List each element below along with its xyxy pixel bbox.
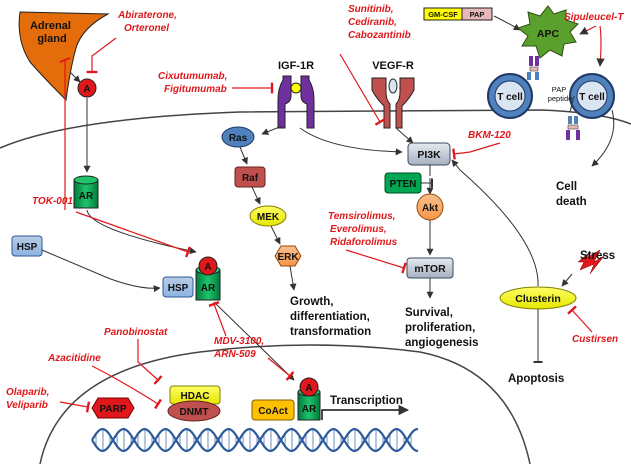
pi3k-node bbox=[407, 142, 451, 166]
dna-helix bbox=[91, 427, 419, 453]
cell-death-outcome: Cell death bbox=[556, 181, 587, 208]
erk-node bbox=[274, 245, 302, 267]
akt-label: Akt bbox=[422, 203, 439, 214]
growth-outcome: Growth, differentiation, transformation bbox=[290, 296, 373, 338]
hsp-left-label: HSP bbox=[17, 242, 38, 253]
mek-node bbox=[249, 205, 287, 227]
pten-label: PTEN bbox=[390, 179, 417, 190]
adrenal-label-1: Adrenal bbox=[30, 20, 71, 32]
mtor-label: mTOR bbox=[414, 263, 446, 275]
dnmt-node bbox=[167, 400, 221, 422]
parp-node bbox=[91, 397, 135, 419]
igf1r-label: IGF-1R bbox=[278, 60, 314, 72]
pi3k-label: PI3K bbox=[417, 149, 441, 161]
adrenal-label-2: gland bbox=[37, 33, 66, 45]
t-cell-2-label: T cell bbox=[579, 92, 605, 103]
drug-tok-001: TOK-001 bbox=[32, 196, 73, 207]
androgen-label: A bbox=[83, 84, 90, 95]
tcr-mhc-2 bbox=[566, 116, 580, 140]
stress-lightning-icon bbox=[577, 249, 605, 275]
drug-azacitidine: Azacitidine bbox=[47, 353, 101, 364]
apoptosis-outcome: Apoptosis bbox=[508, 373, 564, 385]
hsp-complex-label: HSP bbox=[168, 283, 189, 294]
raf-node bbox=[234, 166, 266, 188]
vegfr-label: VEGF-R bbox=[372, 60, 414, 72]
transcription-label: Transcription bbox=[330, 395, 403, 407]
ar-nucleus: AR A bbox=[297, 377, 321, 421]
igf1r-receptor bbox=[277, 75, 315, 129]
drug-bkm-120: BKM-120 bbox=[468, 130, 511, 141]
pap-label: PAP bbox=[470, 10, 485, 19]
drug-sunitinib: Sunitinib, Cediranib, Cabozantinib bbox=[348, 4, 411, 41]
drug-mdv-3100: MDV-3100, ARN-509 bbox=[213, 336, 267, 360]
drug-panobinostat: Panobinostat bbox=[104, 327, 168, 338]
dna-strand-2 bbox=[91, 427, 419, 453]
coact-label: CoAct bbox=[258, 406, 288, 417]
apc-label: APC bbox=[537, 28, 560, 40]
ras-node bbox=[221, 126, 255, 148]
tcr-mhc-1 bbox=[527, 56, 539, 80]
pap-peptide-label: PAP peptide bbox=[548, 85, 573, 103]
drug-olaparib: Olaparib, Veliparib bbox=[6, 387, 52, 411]
svg-text:Adrenal gland: Adrenal gland bbox=[30, 20, 74, 45]
erk-label: ERK bbox=[277, 252, 299, 263]
ar-complex-label: AR bbox=[201, 283, 216, 294]
apc-cell bbox=[516, 5, 579, 59]
cell-membrane bbox=[0, 109, 631, 149]
clusterin-label: Clusterin bbox=[515, 293, 561, 305]
nucleus-membrane bbox=[39, 344, 531, 465]
hdac-label: HDAC bbox=[181, 391, 210, 402]
ar-cytoplasm-label: AR bbox=[79, 191, 94, 202]
dna-strand-1 bbox=[91, 427, 419, 453]
hsp-left-box bbox=[11, 235, 43, 257]
drug-cixutumumab: Cixutumumab, Figitumumab bbox=[158, 71, 230, 95]
gm-csf-label: GM-CSF bbox=[428, 10, 458, 19]
drug-temsirolimus: Temsirolimus, Everolimus, Ridaforolimus bbox=[328, 211, 398, 248]
dnmt-label: DNMT bbox=[180, 407, 209, 418]
drug-custirsen: Custirsen bbox=[572, 334, 618, 345]
androgen-node bbox=[77, 78, 97, 98]
vegfr-receptor bbox=[371, 77, 415, 129]
ar-cytoplasm: AR bbox=[73, 175, 99, 209]
androgen-complex-label: A bbox=[204, 262, 211, 273]
ras-label: Ras bbox=[229, 133, 248, 144]
parp-label: PARP bbox=[99, 404, 126, 415]
ar-nucleus-label: AR bbox=[302, 404, 317, 415]
drug-abiraterone: Abiraterone, Orteronel bbox=[117, 10, 180, 34]
hsp-ar-complex: HSP AR A bbox=[162, 256, 221, 301]
t-cell-1-label: T cell bbox=[497, 92, 523, 103]
androgen-nucleus-label: A bbox=[305, 383, 312, 394]
stress-label: Stress bbox=[580, 250, 615, 262]
pap-box bbox=[461, 7, 493, 21]
coact-node bbox=[251, 399, 295, 421]
raf-label: Raf bbox=[242, 173, 259, 184]
adrenal-gland-shape bbox=[18, 11, 110, 102]
mek-label: MEK bbox=[257, 212, 280, 223]
survival-outcome: Survival, proliferation, angiogenesis bbox=[405, 307, 479, 349]
drug-sipuleucel-t: Sipuleucel-T bbox=[564, 12, 624, 23]
